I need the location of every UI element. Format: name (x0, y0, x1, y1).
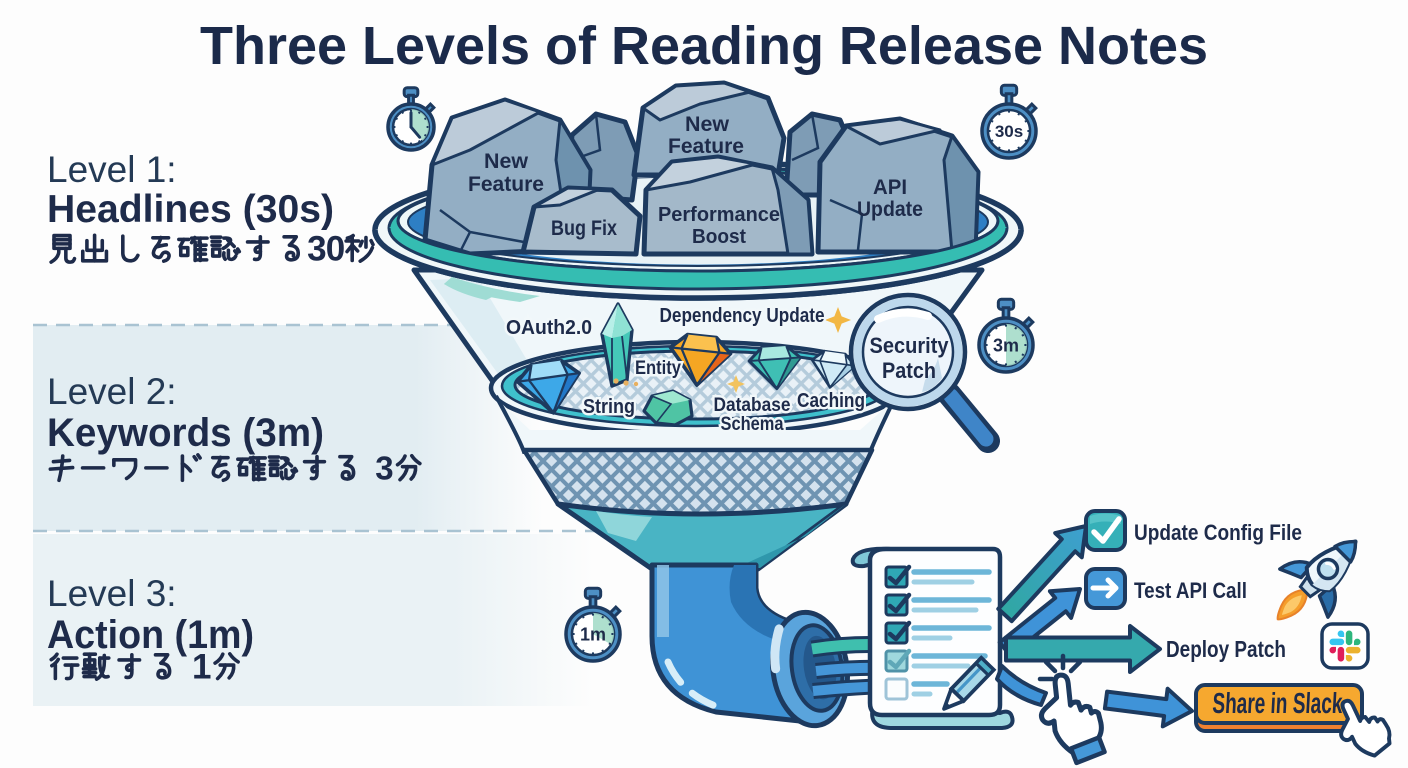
svg-text:New: New (484, 150, 529, 173)
svg-text:Three Levels of Reading Releas: Three Levels of Reading Release Notes (200, 16, 1208, 76)
svg-text:Dependency Update: Dependency Update (660, 305, 825, 327)
svg-text:1: 1 (192, 648, 211, 687)
svg-text:String: String (583, 396, 635, 418)
svg-text:Update Config File: Update Config File (1134, 520, 1302, 545)
svg-text:Database: Database (714, 395, 791, 416)
svg-text:Share in Slack: Share in Slack (1212, 688, 1344, 720)
svg-text:Bug Fix: Bug Fix (551, 217, 617, 240)
svg-text:30s: 30s (995, 122, 1023, 141)
svg-text:Security: Security (870, 333, 950, 358)
svg-text:OAuth2.0: OAuth2.0 (506, 317, 592, 339)
svg-text:Level 3:: Level 3: (47, 573, 177, 614)
svg-text:Entity: Entity (635, 358, 681, 379)
svg-text:3m: 3m (993, 335, 1019, 355)
svg-text:Caching: Caching (797, 390, 865, 412)
svg-text:Performance: Performance (658, 204, 780, 226)
svg-text:Level 2:: Level 2: (47, 371, 177, 412)
svg-text:1m: 1m (580, 624, 606, 644)
svg-text:Headlines (30s): Headlines (30s) (47, 188, 334, 231)
svg-text:3: 3 (375, 450, 393, 487)
svg-text:Level 1:: Level 1: (47, 149, 177, 190)
svg-text:API: API (873, 176, 907, 199)
svg-text:Update: Update (857, 198, 923, 221)
svg-text:Deploy Patch: Deploy Patch (1166, 636, 1286, 662)
svg-text:3: 3 (307, 230, 326, 269)
svg-text:Boost: Boost (692, 226, 746, 248)
svg-text:Test API Call: Test API Call (1134, 578, 1247, 603)
svg-text:Feature: Feature (468, 173, 544, 196)
svg-text:New: New (685, 113, 730, 136)
svg-text:Feature: Feature (668, 135, 744, 158)
svg-text:Schema: Schema (721, 414, 784, 435)
svg-text:Keywords (3m): Keywords (3m) (47, 411, 324, 455)
svg-text:Patch: Patch (882, 358, 936, 383)
svg-text:0: 0 (326, 230, 345, 269)
svg-text:Action (1m): Action (1m) (47, 613, 254, 657)
